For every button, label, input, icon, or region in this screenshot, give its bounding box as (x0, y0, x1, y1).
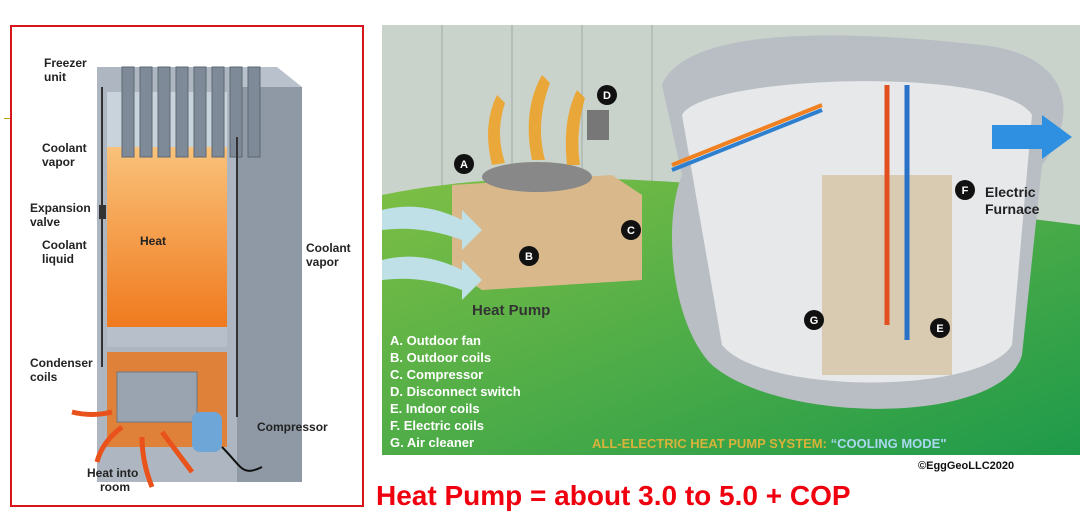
marker-f: F (962, 185, 969, 197)
freezer-label-2: unit (44, 70, 66, 84)
electric-furnace-label: Electric (985, 184, 1036, 200)
condenser-label: Condenser (30, 356, 93, 370)
marker-g: G (810, 315, 819, 327)
caption-part-1: ALL-ELECTRIC HEAT PUMP SYSTEM: (592, 436, 831, 451)
legend-item: E. Indoor coils (390, 401, 480, 416)
marker-d: D (603, 90, 611, 102)
coolant-liquid-label-2: liquid (42, 252, 74, 266)
coolant-vapor-right-label: Coolant (306, 241, 351, 255)
expansion-valve-label: Expansion (30, 201, 91, 215)
caption-part-2: “COOLING MODE" (831, 436, 947, 451)
condenser-label-2: coils (30, 370, 58, 384)
electric-furnace-label-2: Furnace (985, 201, 1040, 217)
marker-e: E (936, 323, 943, 335)
heat-into-room-label: Heat into (87, 466, 138, 480)
refrigerator-diagram: Freezer unit Coolant vapor Expansion val… (10, 25, 364, 507)
heat-into-room-label-2: room (100, 480, 130, 494)
copyright-text: ©EggGeoLLC2020 (918, 460, 1015, 472)
heat-pump-system-diagram: A B C D E F G Heat Pump Electric Furnace… (382, 25, 1080, 455)
legend-item: G. Air cleaner (390, 435, 474, 450)
heat-label: Heat (140, 234, 166, 248)
legend-item: D. Disconnect switch (390, 384, 521, 399)
coolant-liquid-label: Coolant (42, 238, 87, 252)
expansion-valve-label-2: valve (30, 215, 60, 229)
legend-item: C. Compressor (390, 367, 483, 382)
legend: A. Outdoor fan B. Outdoor coils C. Compr… (390, 333, 521, 450)
marker-c: C (627, 225, 635, 237)
heat-pump-label: Heat Pump (472, 302, 550, 319)
freezer-label: Freezer (44, 56, 87, 70)
compressor-label: Compressor (257, 420, 328, 434)
marker-b: B (525, 251, 533, 263)
legend-item: A. Outdoor fan (390, 333, 481, 348)
coolant-vapor-left-label-2: vapor (42, 155, 75, 169)
headline: Heat Pump = about 3.0 to 5.0 + COP (376, 480, 851, 511)
legend-item: B. Outdoor coils (390, 350, 491, 365)
coolant-vapor-left-label: Coolant (42, 141, 87, 155)
system-caption: ALL-ELECTRIC HEAT PUMP SYSTEM: “COOLING … (592, 436, 947, 451)
marker-a: A (460, 159, 468, 171)
coolant-vapor-right-label-2: vapor (306, 255, 339, 269)
decorative-tick (4, 118, 10, 119)
legend-item: F. Electric coils (390, 418, 484, 433)
